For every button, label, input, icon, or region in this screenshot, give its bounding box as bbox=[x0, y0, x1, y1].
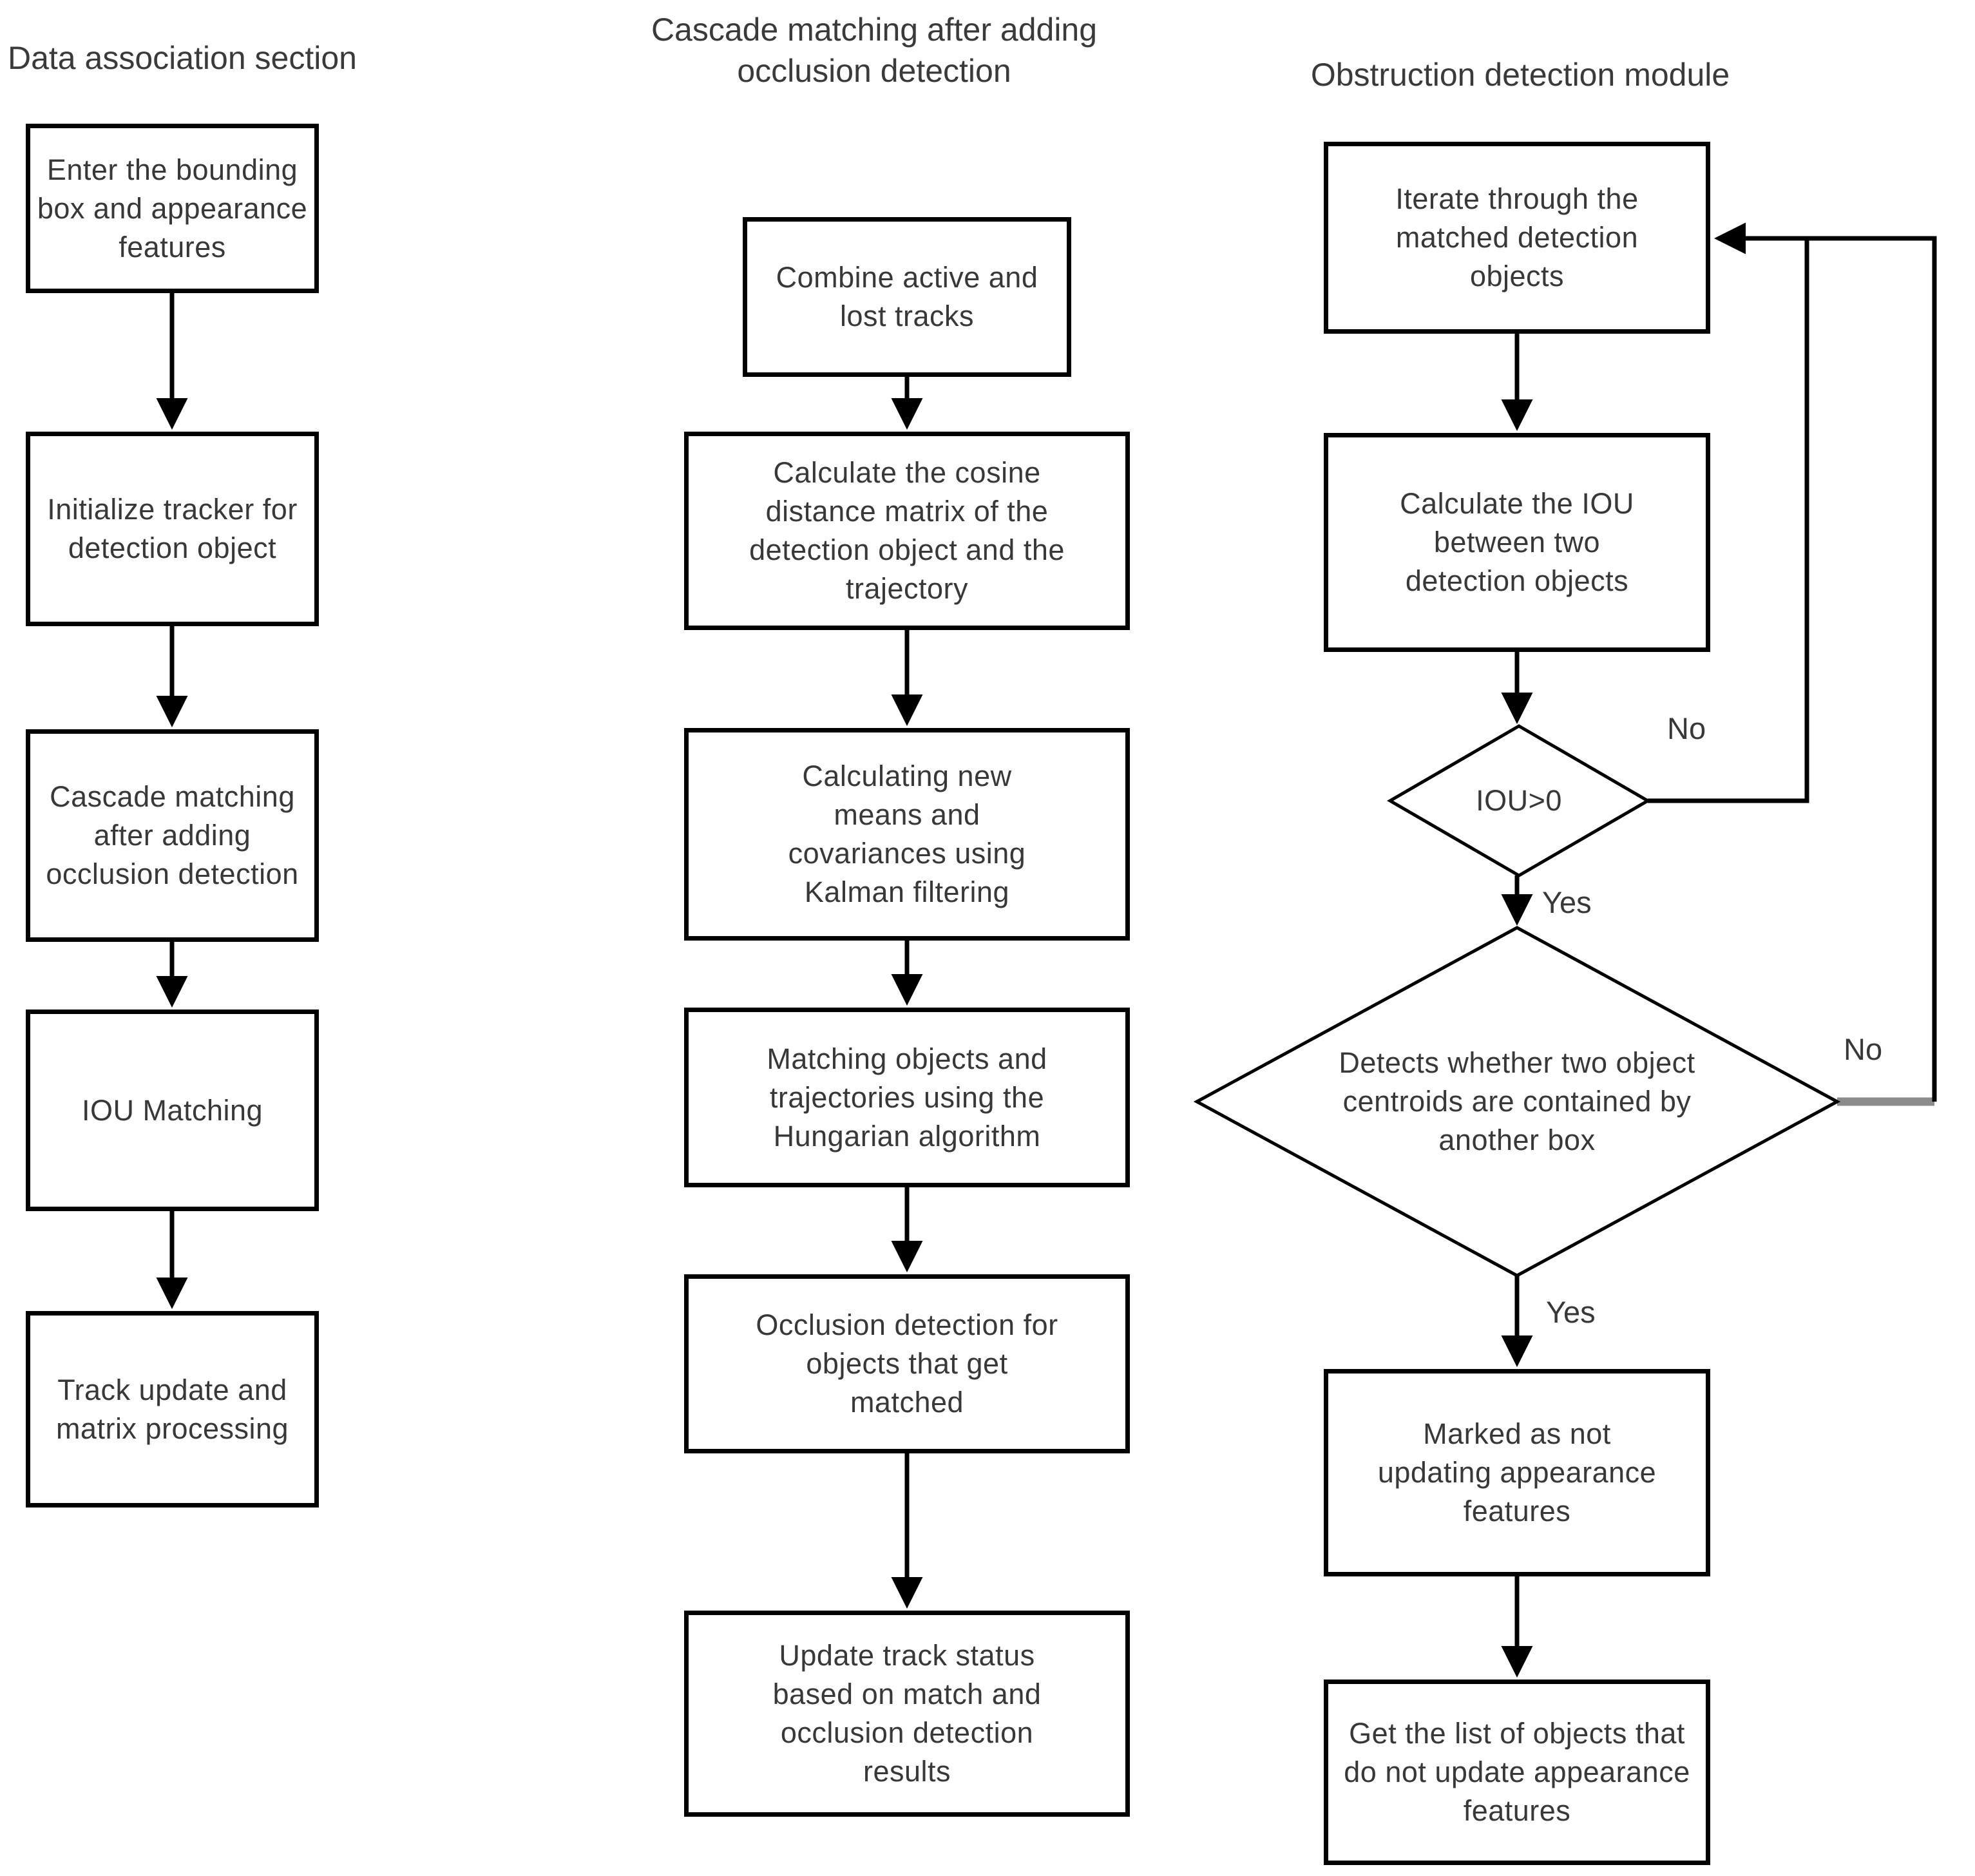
node-update-track-status: Update track status based on match and o… bbox=[684, 1611, 1130, 1817]
node-initialize-tracker: Initialize tracker for detection object bbox=[26, 432, 319, 626]
node-occlusion-detection: Occlusion detection for objects that get… bbox=[684, 1274, 1130, 1453]
node-label: Combine active and lost tracks bbox=[776, 261, 1038, 332]
edge-label-centroid-no: No bbox=[1844, 1032, 1883, 1066]
feedback-line-return bbox=[1714, 222, 1937, 1102]
node-marked-not-updating: Marked as not updating appearance featur… bbox=[1324, 1369, 1710, 1576]
node-get-object-list: Get the list of objects that do not upda… bbox=[1324, 1680, 1710, 1865]
node-label: Get the list of objects that do not upda… bbox=[1344, 1717, 1690, 1827]
decision-label-centroids: Detects whether two object centroids are… bbox=[1339, 1046, 1695, 1156]
node-label: Update track status based on match and o… bbox=[772, 1639, 1042, 1788]
node-iou-matching: IOU Matching bbox=[26, 1010, 319, 1211]
node-calculate-iou: Calculate the IOU between two detection … bbox=[1324, 433, 1710, 652]
node-label: IOU Matching bbox=[81, 1093, 263, 1127]
node-label: Calculating new means and covariances us… bbox=[788, 760, 1026, 908]
node-label: Calculate the cosine distance matrix of … bbox=[749, 456, 1065, 605]
node-label: Enter the bounding box and appearance fe… bbox=[37, 153, 308, 263]
node-combine-tracks: Combine active and lost tracks bbox=[743, 217, 1071, 377]
node-kalman-filtering: Calculating new means and covariances us… bbox=[684, 728, 1130, 941]
column-title-obstruction-detection: Obstruction detection module bbox=[1310, 57, 1730, 93]
node-label: Occlusion detection for objects that get… bbox=[756, 1308, 1058, 1419]
edge-label-centroid-yes: Yes bbox=[1546, 1295, 1596, 1329]
edge-label-iou-yes: Yes bbox=[1542, 885, 1592, 919]
node-cascade-matching: Cascade matching after adding occlusion … bbox=[26, 729, 319, 942]
node-label: Matching objects and trajectories using … bbox=[767, 1042, 1047, 1153]
node-label: Cascade matching after adding occlusion … bbox=[46, 780, 299, 890]
decision-diamond-iou bbox=[1387, 724, 1651, 877]
node-iterate-objects: Iterate through the matched detection ob… bbox=[1324, 142, 1710, 334]
node-track-update: Track update and matrix processing bbox=[26, 1311, 319, 1508]
node-label: Calculate the IOU between two detection … bbox=[1400, 487, 1634, 597]
node-cosine-distance: Calculate the cosine distance matrix of … bbox=[684, 432, 1130, 630]
feedback-line-iou-no bbox=[1648, 238, 1809, 803]
node-enter-bounding-box: Enter the bounding box and appearance fe… bbox=[26, 124, 319, 293]
column-title-cascade-matching-line1: Cascade matching after adding bbox=[651, 12, 1098, 48]
column-title-data-association: Data association section bbox=[8, 40, 357, 76]
node-label: Initialize tracker for detection object bbox=[47, 493, 298, 564]
edge-label-iou-no: No bbox=[1667, 711, 1706, 745]
node-hungarian-matching: Matching objects and trajectories using … bbox=[684, 1008, 1130, 1187]
column-title-cascade-matching-line2: occlusion detection bbox=[737, 53, 1011, 89]
node-label: Track update and matrix processing bbox=[55, 1373, 289, 1445]
node-label: Iterate through the matched detection ob… bbox=[1395, 182, 1639, 292]
decision-label-iou: IOU>0 bbox=[1476, 784, 1562, 817]
decision-diamond-centroids bbox=[1193, 926, 1841, 1278]
node-label: Marked as not updating appearance featur… bbox=[1377, 1417, 1657, 1527]
